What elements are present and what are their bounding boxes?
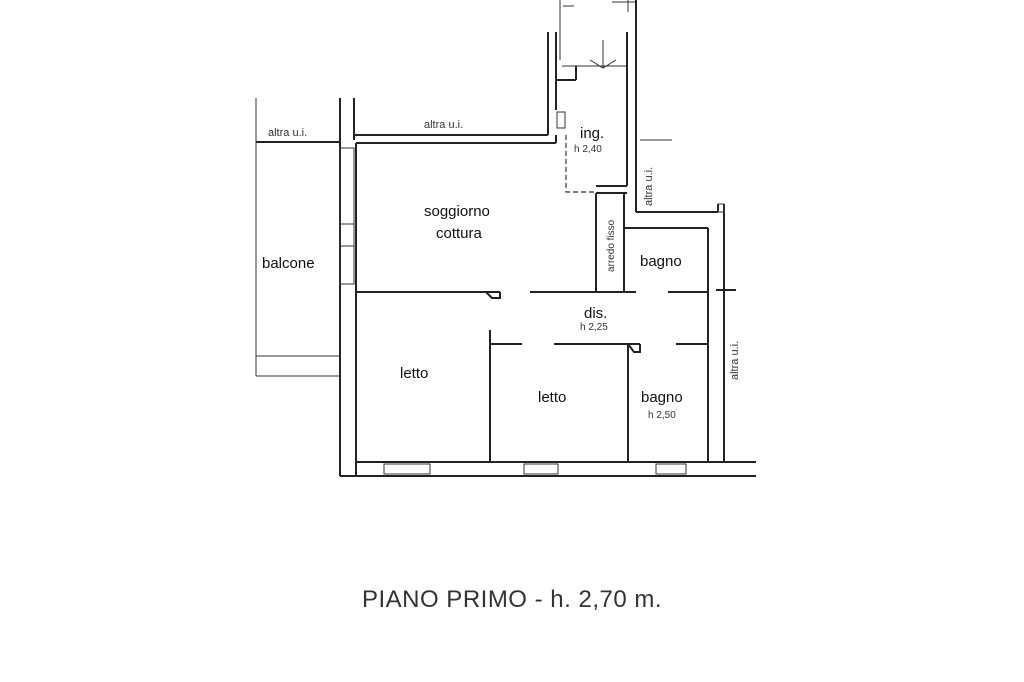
neighbor-unit-label: altra u.i. [424,119,463,131]
hallway-height: h 2,25 [580,322,608,333]
floor-caption: PIANO PRIMO - h. 2,70 m. [361,586,663,613]
neighbor-unit-label: altra u.i. [729,341,741,380]
living-room-label: soggiorno [424,203,490,220]
hallway-label: dis. [584,305,607,322]
left-wall [339,143,357,476]
neighbor-unit-label: altra u.i. [643,167,655,206]
interior-walls [356,193,736,462]
fixed-furniture-label: arredo fisso [606,219,617,272]
neighbor-unit-label: altra u.i. [268,127,307,139]
balcony [255,98,340,377]
entrance-label: ing. [580,125,604,142]
bottom-wall [340,461,756,477]
top-walls [256,98,725,476]
entrance-height: h 2,40 [574,144,602,155]
bathroom-label: bagno [641,389,683,406]
bathroom-label: bagno [640,253,682,270]
bedroom-label: letto [400,365,428,382]
stair-lines [559,0,636,69]
entrance-walls [547,0,637,212]
balcony-label: balcone [262,255,315,272]
bedroom-label: letto [538,389,566,406]
bathroom-height: h 2,50 [648,410,676,421]
kitchen-label: cottura [436,225,483,242]
